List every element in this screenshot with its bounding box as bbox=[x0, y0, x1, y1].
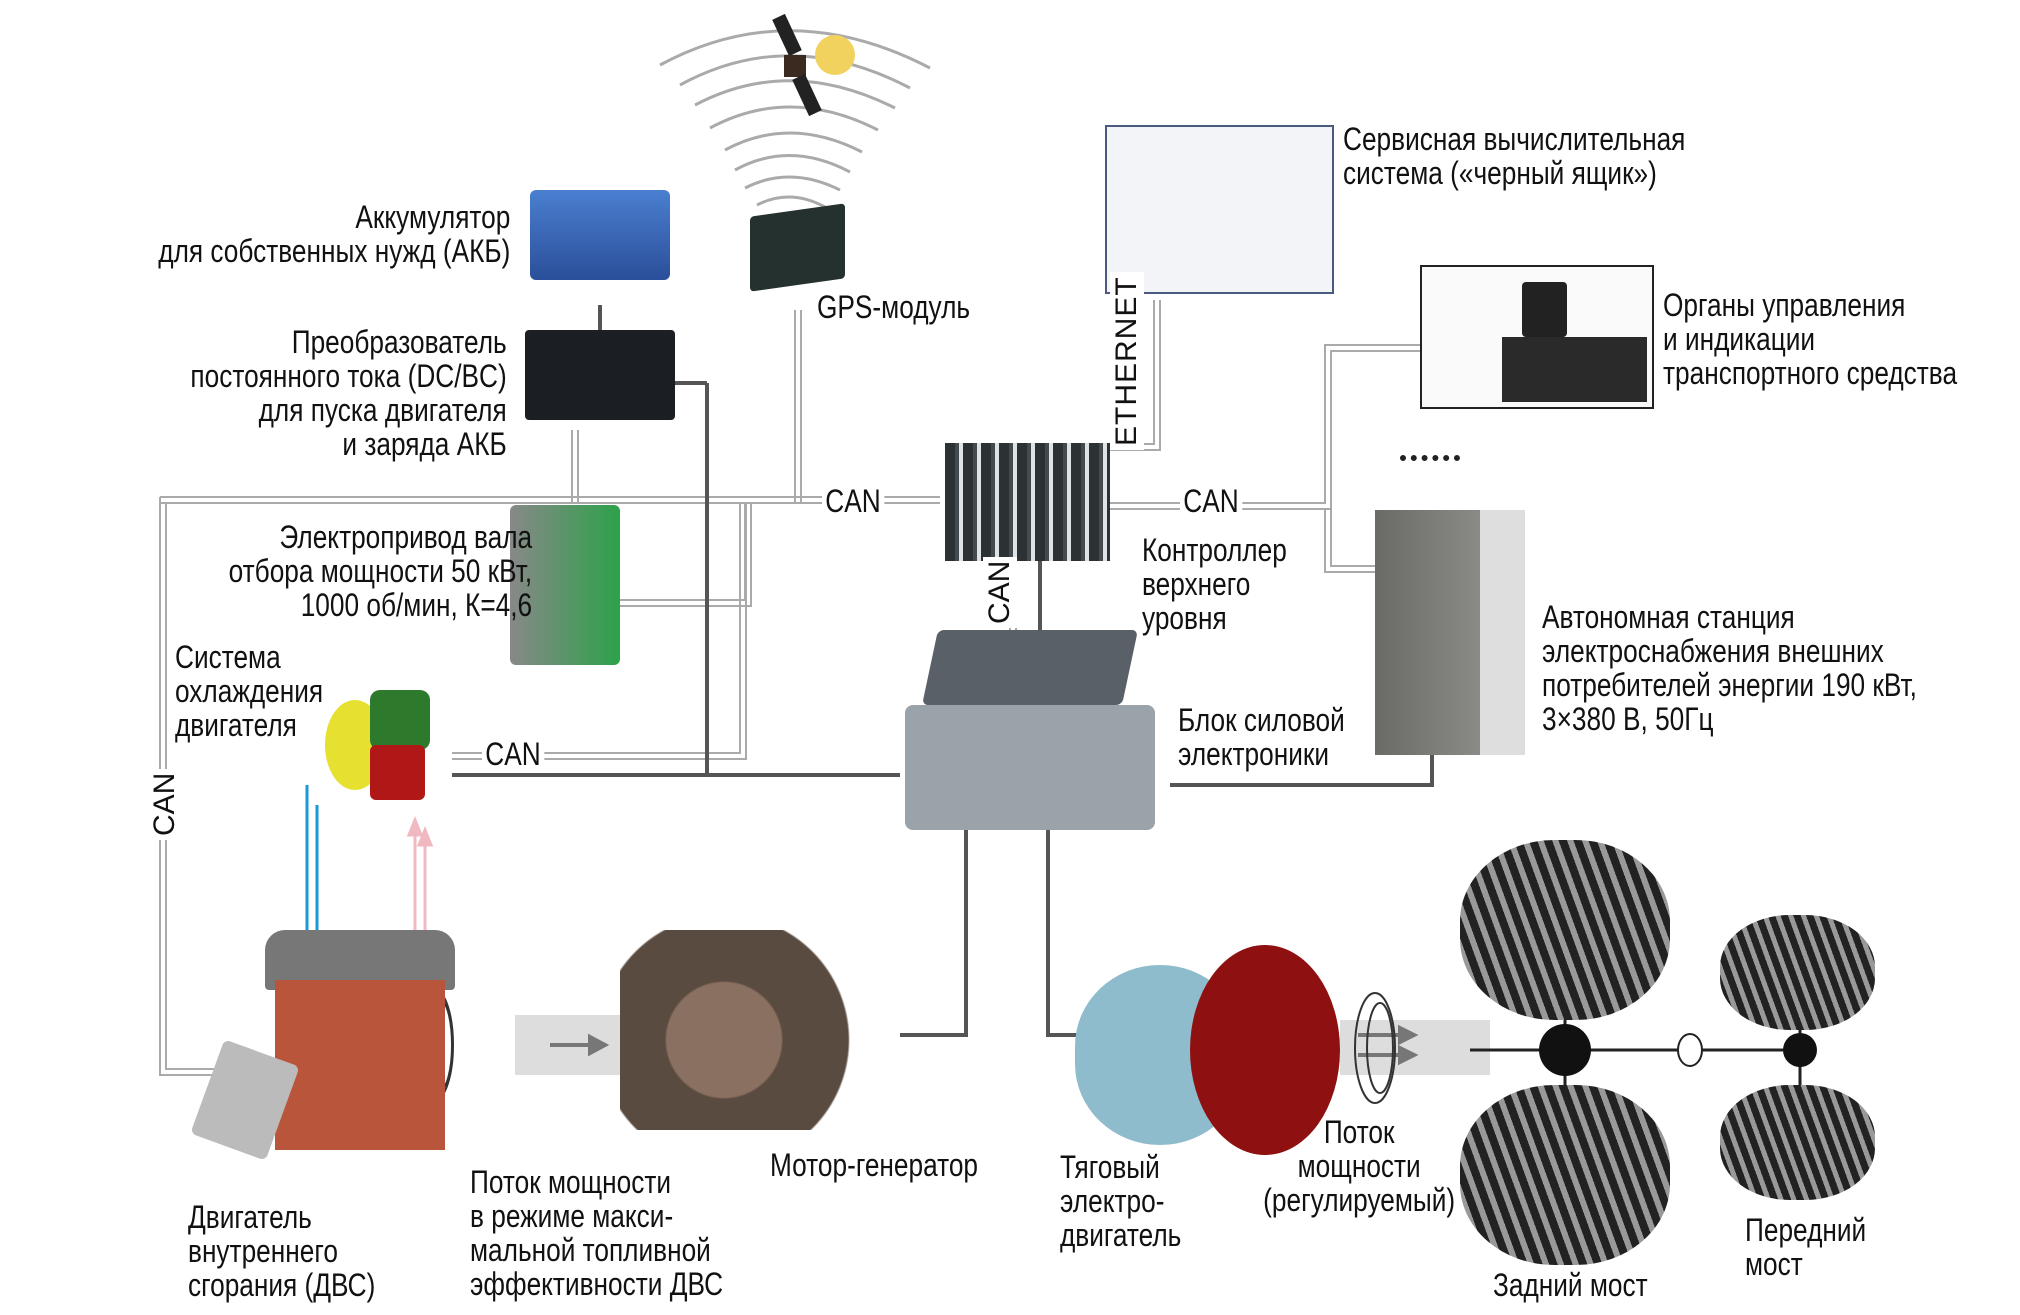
rotation-icon bbox=[1354, 992, 1396, 1104]
plc-controller-icon bbox=[945, 443, 1110, 561]
cooling-can-wire bbox=[452, 503, 747, 760]
rear-differential-icon bbox=[1539, 1024, 1591, 1076]
antenna-icon bbox=[1400, 455, 1460, 516]
traction-motor-label: Тяговый электро- двигатель bbox=[1060, 1149, 1182, 1253]
controller-label: Контроллер верхнего уровня bbox=[1142, 532, 1287, 636]
pto-drive-icon bbox=[510, 505, 620, 665]
can-bus-main bbox=[160, 496, 940, 504]
controls-label: Органы управления и индикации транспортн… bbox=[1663, 287, 1958, 391]
can-label: CAN bbox=[1180, 484, 1242, 518]
wheel-icon bbox=[1720, 1085, 1875, 1200]
control-panel-icon bbox=[1420, 265, 1654, 409]
satellite-icon bbox=[770, 13, 855, 117]
dc-converter-label: Преобразователь постоянного тока (DC/BC)… bbox=[190, 324, 507, 462]
front-axle-label: Передний мост bbox=[1745, 1212, 1867, 1282]
power-station-icon bbox=[1375, 510, 1525, 755]
dc-converter-icon bbox=[525, 330, 675, 420]
power-electronics-icon bbox=[905, 630, 1155, 830]
traction-motor-icon bbox=[1075, 945, 1340, 1160]
rear-axle-label: Задний мост bbox=[1493, 1267, 1648, 1303]
ethernet-label: ETHERNET bbox=[1110, 272, 1144, 450]
battery-label: Аккумулятор для собственных нужд (АКБ) bbox=[157, 199, 510, 269]
pe-station-line bbox=[1170, 740, 1434, 787]
engine-icon bbox=[190, 930, 505, 1161]
front-differential-icon bbox=[1783, 1033, 1817, 1067]
can-left-wire bbox=[159, 497, 225, 1076]
wheel-icon bbox=[1460, 1085, 1670, 1265]
pto-drive-label: Электропривод вала отбора мощности 50 кВ… bbox=[228, 519, 532, 623]
dc-can-wire bbox=[571, 430, 579, 503]
gps-module-icon bbox=[750, 203, 845, 292]
engine-label: Двигатель внутреннего сгорания (ДВС) bbox=[188, 1199, 376, 1303]
power-flow-reg-label: Поток мощности (регулируемый) bbox=[1262, 1114, 1455, 1218]
cooling-fan-icon bbox=[325, 690, 445, 810]
battery-icon bbox=[530, 190, 670, 280]
pe-traction-line bbox=[1046, 830, 1080, 1037]
shaft-joint-icon bbox=[1677, 1033, 1703, 1067]
flow-band-traction bbox=[1340, 1020, 1490, 1075]
wheel-icon bbox=[1460, 840, 1670, 1020]
can-label: CAN bbox=[983, 556, 1017, 628]
motor-generator-icon bbox=[620, 930, 880, 1130]
power-flow-max-label: Поток мощности в режиме макси- мальной т… bbox=[470, 1164, 724, 1302]
can-station-wire bbox=[1324, 509, 1375, 573]
power-station-label: Автономная станция электроснабжения внеш… bbox=[1542, 599, 1917, 737]
service-computer-icon bbox=[1105, 125, 1334, 294]
pto-can-wire bbox=[615, 503, 752, 607]
power-electronics-label: Блок силовой электроники bbox=[1178, 702, 1345, 772]
motor-generator-label: Мотор-генератор bbox=[770, 1147, 979, 1183]
gps-can-wire bbox=[794, 310, 802, 503]
cooling-label: Система охлаждения двигателя bbox=[175, 639, 324, 743]
can-label: CAN bbox=[148, 768, 182, 840]
can-label: CAN bbox=[822, 484, 884, 518]
wheel-icon bbox=[1720, 915, 1875, 1030]
can-label: CAN bbox=[482, 737, 544, 771]
gps-label: GPS-модуль bbox=[817, 289, 971, 325]
can-right-wire bbox=[1110, 344, 1420, 510]
pe-mg-line bbox=[900, 830, 968, 1037]
service-pc-label: Сервисная вычислительная система («черны… bbox=[1343, 121, 1686, 191]
